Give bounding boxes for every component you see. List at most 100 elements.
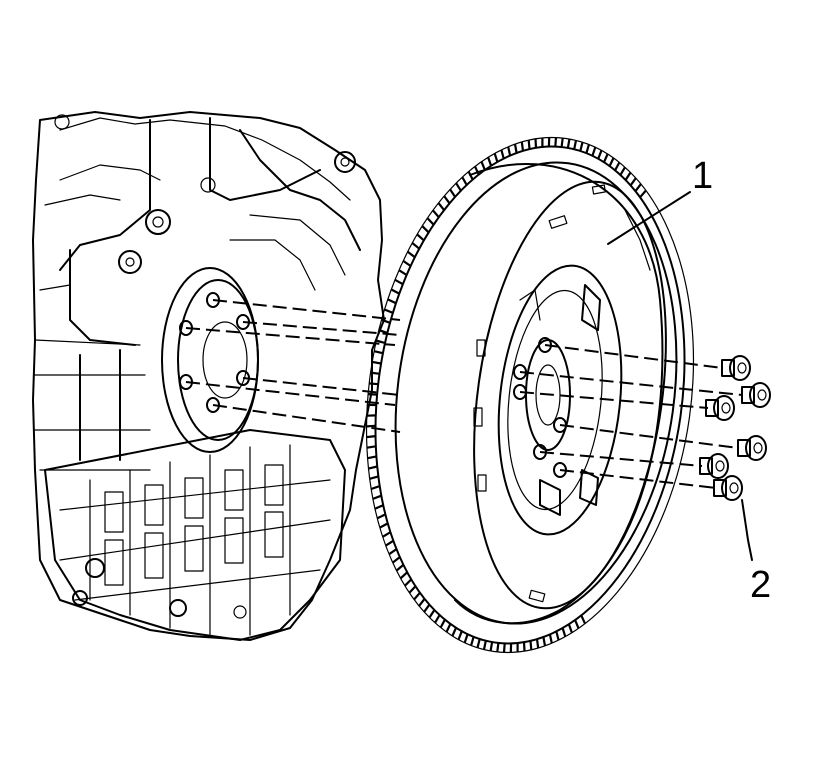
gear-tooth (534, 138, 538, 148)
gear-tooth (513, 143, 518, 154)
gear-tooth (443, 195, 451, 204)
gear-tooth (372, 360, 382, 365)
gear-tooth (437, 202, 445, 211)
gear-tooth (529, 640, 533, 650)
gear-tooth (573, 140, 578, 150)
gear-tooth (369, 475, 379, 480)
gear-tooth (372, 494, 382, 500)
gear-tooth (522, 642, 526, 652)
gear-tooth (489, 641, 494, 652)
gear-tooth (561, 627, 567, 637)
gear-tooth (634, 183, 642, 192)
gear-tooth (473, 165, 480, 176)
bolt-alignment-lines (185, 299, 743, 489)
gear-tooth (388, 548, 398, 556)
bolt (741, 382, 771, 408)
gear-tooth (411, 242, 420, 250)
gear-tooth (370, 371, 380, 375)
gear-tooth (382, 531, 391, 538)
gear-tooth (493, 153, 499, 163)
gear-tooth (378, 329, 388, 334)
gear-tooth (566, 138, 571, 149)
gear-tooth (574, 619, 580, 629)
gear-tooth (579, 142, 584, 152)
gear-tooth (374, 504, 384, 510)
ring-gear-outline (365, 136, 695, 654)
gear-tooth (487, 156, 493, 167)
gear-tooth (619, 166, 626, 176)
gear-tooth (428, 609, 436, 619)
gear-tooth (395, 563, 405, 572)
gear-tooth (398, 269, 408, 276)
gear-tooth (476, 638, 481, 648)
gear-tooth (366, 445, 376, 449)
gear-tooth (507, 146, 512, 156)
callout-2: 2 (741, 499, 771, 606)
gear-tooth (535, 638, 540, 649)
gear-tooth (416, 233, 425, 242)
bolt (713, 475, 743, 501)
gear-tooth (366, 435, 376, 439)
gear-tooth (580, 614, 587, 625)
leader-line-2 (741, 499, 753, 561)
gear-tooth (387, 298, 397, 305)
gear-tooth (482, 640, 487, 650)
gear-tooth (451, 627, 458, 637)
gear-tooth (367, 455, 377, 460)
gear-tooth (470, 636, 475, 646)
gear-tooth (608, 157, 615, 167)
callout-label-2: 2 (750, 564, 771, 606)
bolt (705, 395, 735, 421)
gear-tooth (399, 571, 408, 580)
gear-tooth (449, 188, 457, 198)
gear-tooth (591, 146, 597, 157)
flywheel-bolts (699, 355, 771, 501)
bolt (699, 453, 729, 479)
gear-tooth (426, 217, 435, 226)
gear-tooth (432, 209, 440, 218)
gear-tooth (629, 177, 637, 187)
gear-tooth (368, 465, 378, 470)
callout-label-1: 1 (692, 155, 713, 197)
gear-tooth (404, 578, 413, 587)
gear-tooth (376, 513, 386, 520)
gear-tooth (373, 350, 384, 355)
gear-tooth (555, 631, 560, 641)
gear-tooth (376, 339, 386, 345)
gear-tooth (496, 642, 500, 653)
gear-tooth (384, 308, 394, 314)
gear-tooth (614, 161, 621, 171)
gear-tooth (418, 598, 426, 607)
gear-tooth (527, 140, 531, 150)
gear-tooth (542, 636, 547, 647)
gear-tooth (390, 288, 400, 295)
gear-tooth (402, 259, 412, 267)
bolt (721, 355, 751, 381)
gear-tooth (548, 634, 553, 644)
gear-tooth (567, 623, 573, 634)
gear-tooth (434, 614, 441, 624)
gear-tooth (369, 382, 379, 386)
gear-tooth (463, 633, 469, 644)
gear-tooth (408, 585, 417, 594)
gear-tooth (554, 137, 558, 147)
gear-tooth (413, 591, 421, 601)
gear-tooth (445, 623, 452, 633)
gear-tooth (585, 144, 590, 154)
gear-tooth (461, 176, 468, 186)
gear-tooth (455, 182, 462, 192)
gear-tooth (394, 278, 404, 286)
flywheel (365, 136, 695, 654)
gear-tooth (502, 643, 506, 653)
callout-1: 1 (607, 155, 713, 245)
gear-tooth (423, 603, 431, 613)
bolt (737, 435, 767, 461)
gear-tooth (379, 522, 389, 529)
gear-tooth (385, 539, 394, 547)
gear-tooth (457, 630, 463, 641)
gear-tooth (439, 619, 446, 629)
gear-tooth (520, 141, 525, 152)
ring-gear-teeth (365, 136, 695, 654)
gear-tooth (597, 149, 603, 160)
gear-tooth (366, 424, 376, 428)
